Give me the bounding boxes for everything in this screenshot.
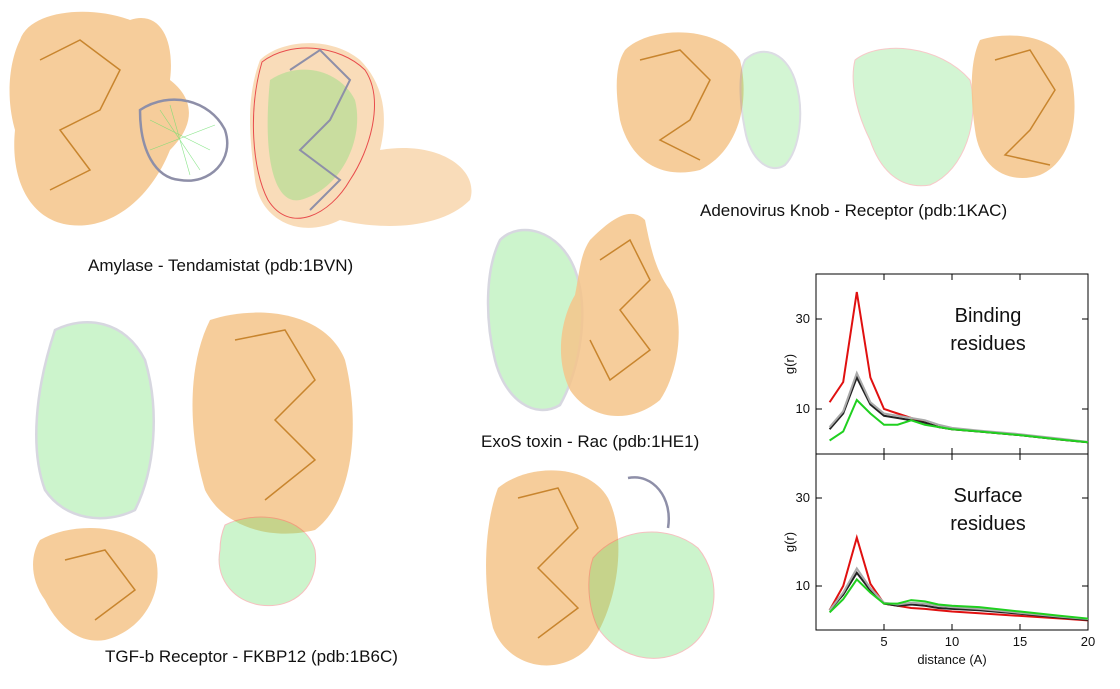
exos-alt-view-image [486, 470, 715, 666]
y-tick-label-1-0: 10 [796, 578, 810, 593]
series-line-0-2 [828, 370, 1089, 443]
x-tick-label-2: 10 [945, 634, 959, 649]
tgfb-complex-image [33, 312, 353, 641]
y-tick-label-1-1: 30 [796, 490, 810, 505]
x-tick-label-3: 15 [1013, 634, 1027, 649]
x-tick-label-1: 5 [880, 634, 887, 649]
x-tick-label-4: 20 [1081, 634, 1095, 649]
series-line-1-0 [828, 533, 1089, 622]
y-axis-label-0: g(r) [782, 354, 797, 374]
x-axis-label: distance (A) [917, 652, 986, 667]
panel-label-1-1: residues [950, 513, 1026, 535]
y-tick-label-0-0: 10 [796, 401, 810, 416]
caption-adenovirus: Adenovirus Knob - Receptor (pdb:1KAC) [700, 201, 1008, 220]
series-line-1-2 [828, 566, 1089, 620]
gr-plots: 10 30 g(r) Binding residues 10 30 5 10 15 20 g(r) Su… [770, 270, 1110, 688]
amylase-complex-image [9, 11, 472, 228]
caption-amylase: Amylase - Tendamistat (pdb:1BVN) [88, 256, 354, 275]
panel-label-0-1: residues [950, 333, 1026, 355]
gr-plots-svg: 10 30 g(r) Binding residues 10 30 5 10 15 20 g(r) Su… [782, 273, 1095, 667]
adenovirus-complex-image [616, 32, 1075, 187]
series-line-1-3 [828, 577, 1089, 620]
panel-label-0-0: Binding [955, 305, 1022, 327]
exos-complex-image [486, 213, 679, 417]
y-tick-label-0-1: 30 [796, 311, 810, 326]
plot-frame-1 [815, 453, 1089, 631]
series-line-0-3 [829, 398, 1089, 444]
caption-exos: ExoS toxin - Rac (pdb:1HE1) [481, 432, 700, 451]
series-line-0-1 [828, 375, 1089, 444]
panel-label-1-0: Surface [954, 485, 1023, 507]
caption-tgfb: TGF-b Receptor - FKBP12 (pdb:1B6C) [105, 647, 398, 666]
y-axis-label-1: g(r) [782, 532, 797, 552]
